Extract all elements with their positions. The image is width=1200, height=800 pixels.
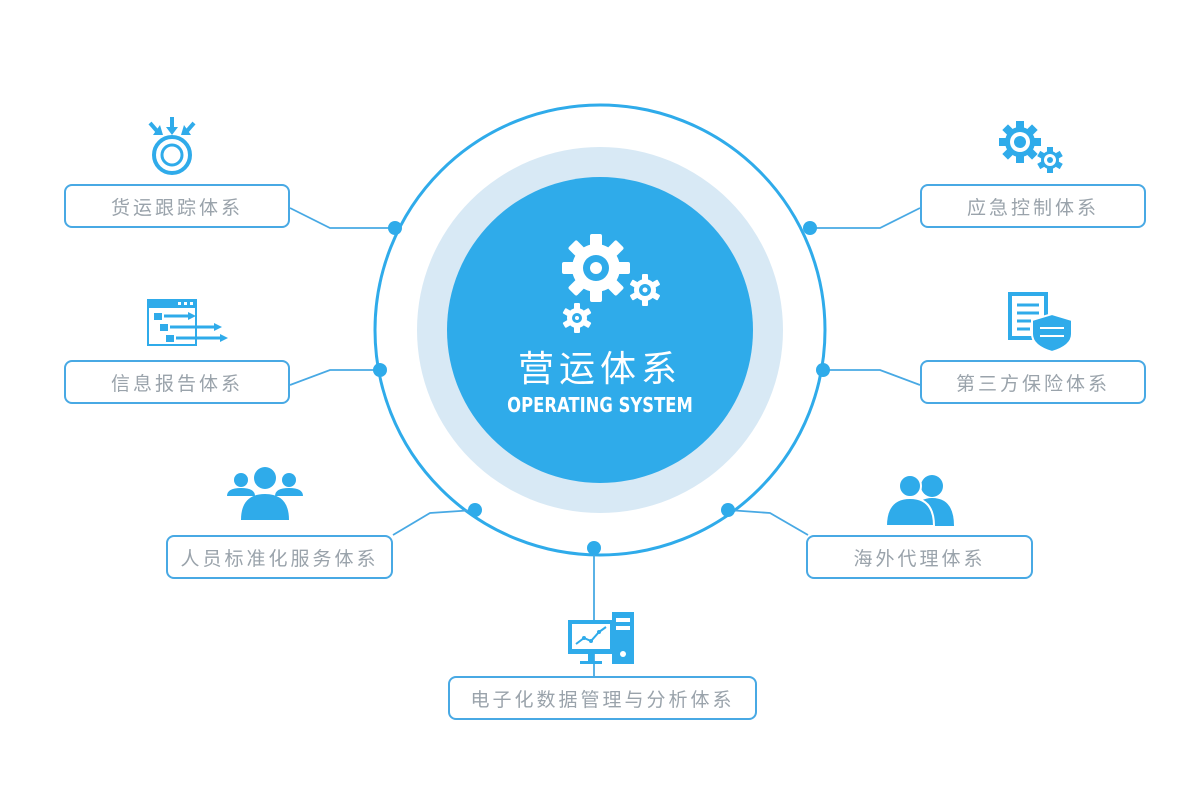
connector-info-report bbox=[289, 369, 380, 386]
center-disk bbox=[447, 177, 753, 483]
target-arrows-icon bbox=[148, 117, 196, 175]
node-staff-service[interactable]: 人员标准化服务体系 bbox=[166, 535, 393, 579]
computer-chart-icon bbox=[568, 612, 634, 664]
node-emergency-control[interactable]: 应急控制体系 bbox=[920, 184, 1146, 228]
report-list-icon bbox=[147, 299, 228, 346]
node-data-management[interactable]: 电子化数据管理与分析体系 bbox=[448, 676, 757, 720]
people-group-icon bbox=[227, 467, 303, 520]
orbit-ring bbox=[373, 103, 827, 557]
ring-dot-cargo-tracking bbox=[388, 221, 402, 235]
node-third-party-insurance[interactable]: 第三方保险体系 bbox=[920, 360, 1146, 404]
connector-staff-service bbox=[392, 509, 476, 536]
node-overseas-agent[interactable]: 海外代理体系 bbox=[806, 535, 1033, 579]
ring-dot-data-management bbox=[587, 541, 601, 555]
ring-dot-emergency-control bbox=[803, 221, 817, 235]
center-title: 营运体系 bbox=[517, 349, 682, 390]
ring-dot-info-report bbox=[373, 363, 387, 377]
center-subtitle: OPERATING SYSTEM bbox=[507, 393, 693, 417]
ring-dot-staff-service bbox=[468, 503, 482, 517]
ring-dot-third-party-insurance bbox=[816, 363, 830, 377]
connector-cargo-tracking bbox=[289, 207, 395, 229]
connector-third-party-insurance bbox=[823, 369, 921, 386]
ring-dot-overseas-agent bbox=[721, 503, 735, 517]
two-people-icon bbox=[884, 474, 954, 527]
gears-icon bbox=[562, 234, 660, 333]
connector-overseas-agent bbox=[727, 509, 809, 536]
cogs-icon bbox=[999, 121, 1063, 173]
node-cargo-tracking[interactable]: 货运跟踪体系 bbox=[64, 184, 290, 228]
node-info-report[interactable]: 信息报告体系 bbox=[64, 360, 290, 404]
document-shield-icon bbox=[1008, 292, 1073, 354]
connector-emergency-control bbox=[810, 207, 921, 229]
